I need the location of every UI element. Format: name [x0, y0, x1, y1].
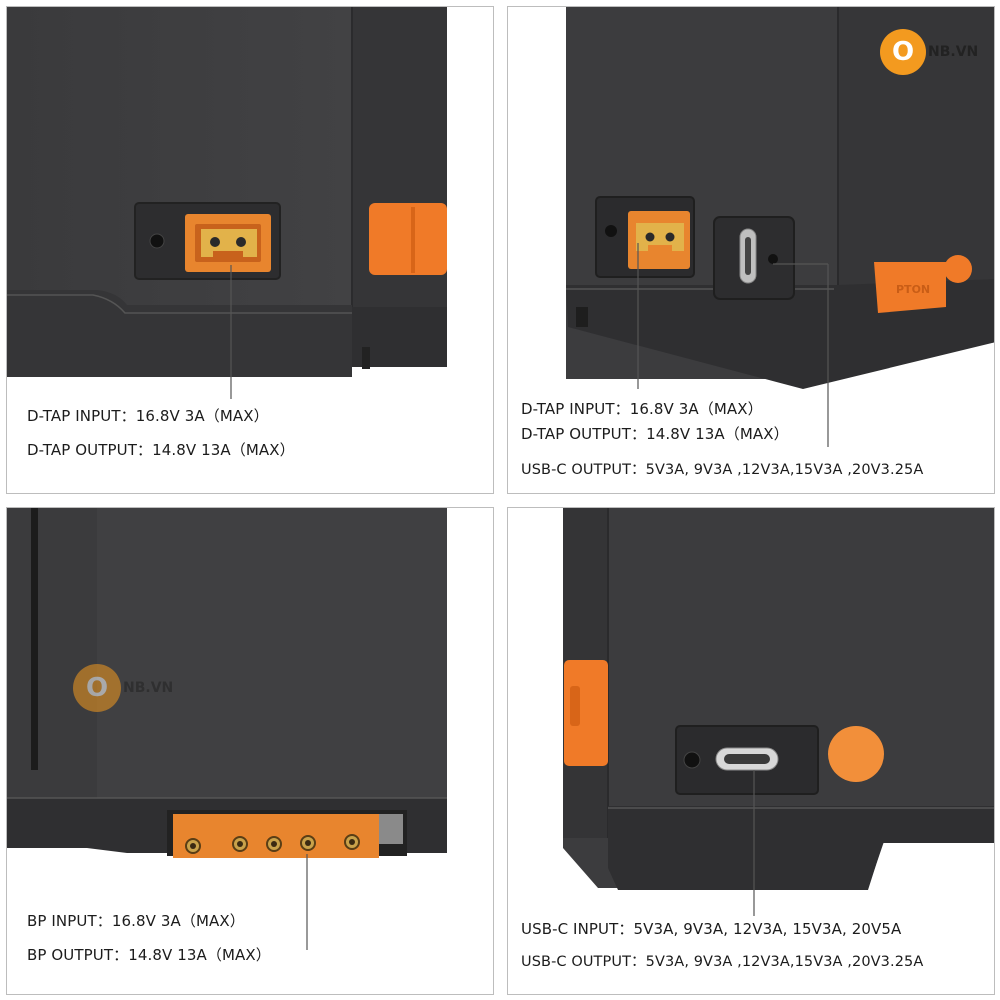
indicator-hole	[149, 233, 165, 249]
battery-base	[7, 290, 352, 377]
watermark-text: NB.VN	[123, 680, 174, 696]
watermark-circle: O	[880, 29, 926, 75]
watermark-circle: O	[73, 664, 121, 712]
battery-body	[563, 508, 994, 888]
caption-dtap-output: D-TAP OUTPUT：14.8V 13A（MAX）	[27, 441, 295, 459]
bp-pins	[185, 834, 360, 854]
battery-photo-dtap	[7, 7, 447, 399]
battery-photo-dtap-usbc: PTON	[566, 7, 994, 447]
watermark-text: NB.VN	[928, 44, 979, 60]
caption-dtap-input: D-TAP INPUT：16.8V 3A（MAX）	[27, 407, 269, 425]
power-button	[828, 726, 884, 782]
side-groove	[31, 508, 38, 770]
caption-usbc-output: USB-C OUTPUT：5V3A, 9V3A ,12V3A,15V3A ,20…	[521, 462, 924, 478]
rubber-cover	[874, 262, 946, 313]
battery-body	[7, 7, 447, 307]
battery-photo-bp	[7, 508, 447, 950]
panel-dtap-usbc: PTON O NB.VN D-TAP INPUT：16.8V 3A（MAX） D…	[507, 6, 995, 494]
caption-bp-input: BP INPUT：16.8V 3A（MAX）	[27, 912, 245, 930]
indicator-hole	[683, 751, 701, 769]
caption-usbc-output: USB-C OUTPUT：5V3A, 9V3A ,12V3A,15V3A ,20…	[521, 954, 924, 970]
power-button	[944, 255, 972, 283]
caption-bp-output: BP OUTPUT：14.8V 13A（MAX）	[27, 946, 271, 964]
watermark-logo: O NB.VN	[73, 664, 173, 712]
caption-usbc-input: USB-C INPUT：5V3A, 9V3A, 12V3A, 15V3A, 20…	[521, 920, 902, 938]
panel-dtap-side: D-TAP INPUT：16.8V 3A（MAX） D-TAP OUTPUT：1…	[6, 6, 494, 494]
rubber-cover	[369, 203, 447, 275]
battery-photo-usbc	[563, 508, 994, 916]
caption-dtap-input: D-TAP INPUT：16.8V 3A（MAX）	[521, 400, 763, 418]
panel-bp-pins: O NB.VN BP INPUT：16.8V 3A（MAX） BP OUTPUT…	[6, 507, 494, 995]
watermark-logo: O NB.VN	[880, 29, 978, 75]
battery-base	[608, 806, 994, 890]
panel-usbc: USB-C INPUT：5V3A, 9V3A, 12V3A, 15V3A, 20…	[507, 507, 995, 995]
cover-label: PTON	[896, 283, 930, 296]
caption-dtap-output: D-TAP OUTPUT：14.8V 13A（MAX）	[521, 425, 789, 443]
